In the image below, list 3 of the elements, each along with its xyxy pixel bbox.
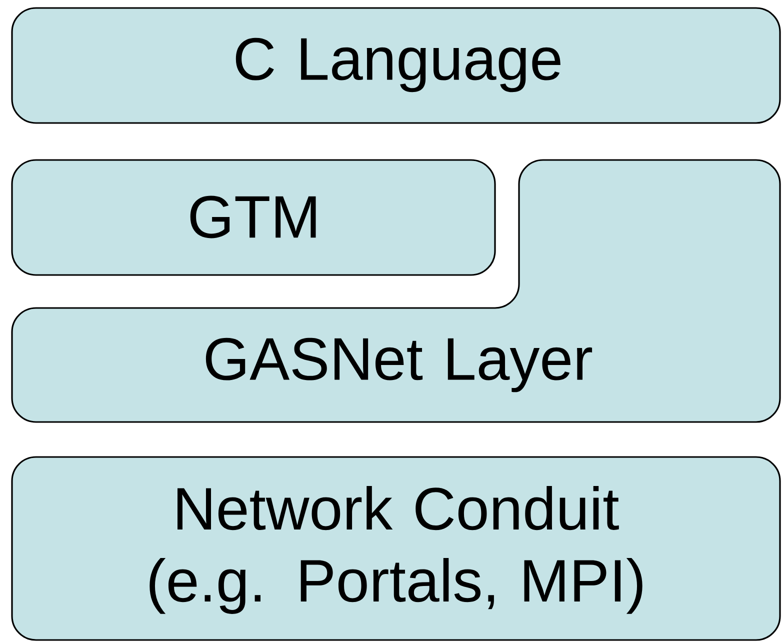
layer-block: GTM: [11, 159, 496, 276]
layer-block: C Language: [11, 7, 781, 124]
layer-block: Network Conduit (e.g. Portals, MPI): [11, 456, 781, 641]
